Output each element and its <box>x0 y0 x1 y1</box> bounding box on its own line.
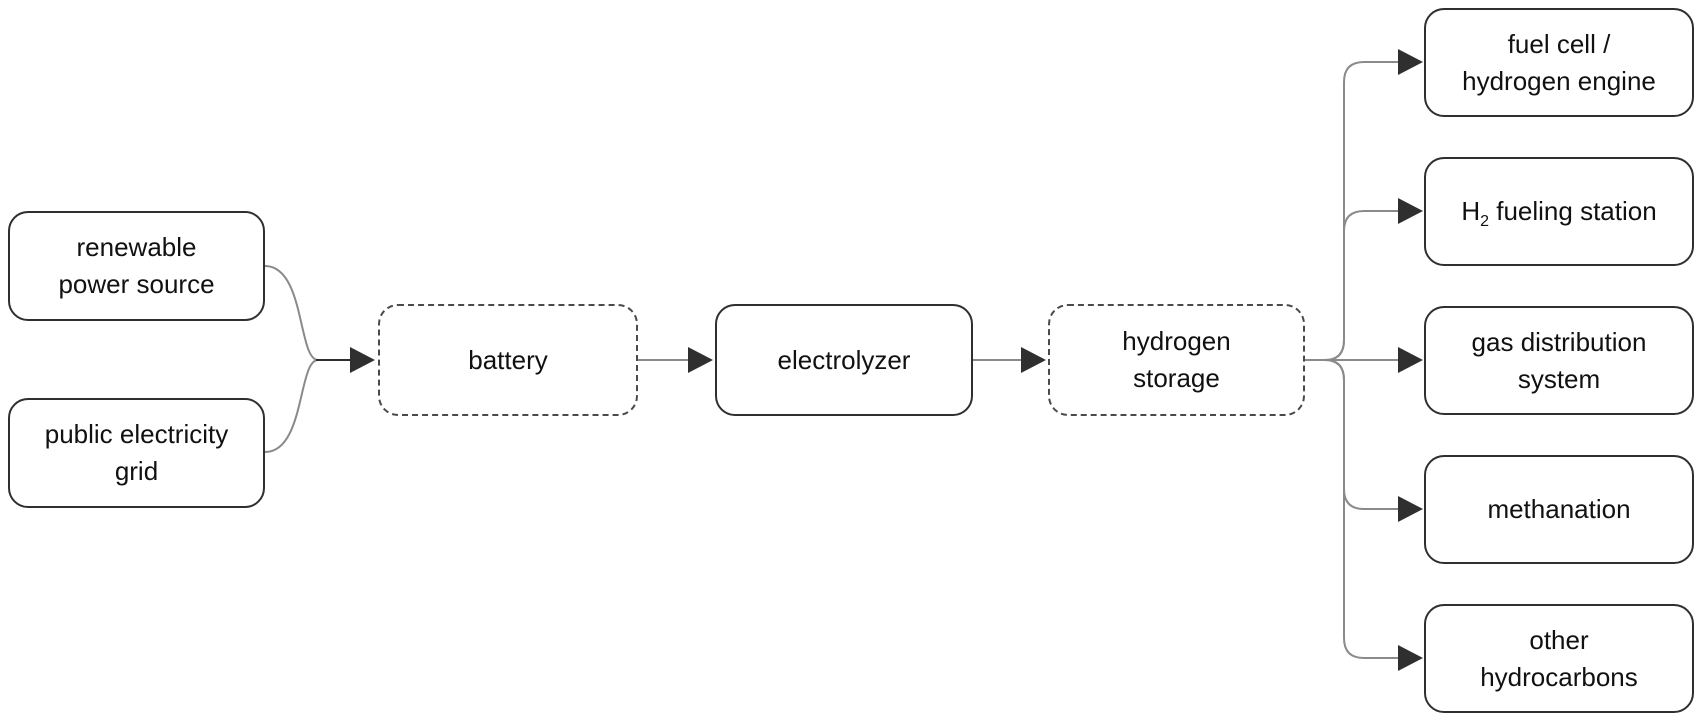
node-methanation: methanation <box>1424 455 1694 564</box>
node-label-line: hydrogen engine <box>1462 65 1656 96</box>
node-label-line: electrolyzer <box>777 344 911 375</box>
node-label-line: battery <box>468 344 548 375</box>
node-label-line: fuel cell / <box>1507 28 1611 59</box>
fueling-station-text: fueling station <box>1489 196 1657 226</box>
node-label-line: public electricity <box>44 419 229 449</box>
node-electrolyzer: electrolyzer <box>715 304 973 416</box>
arrowhead-fueling <box>1398 198 1423 224</box>
node-gas-distribution-system: gas distribution system <box>1424 306 1694 415</box>
node-label-line: hydrogen <box>1122 326 1231 356</box>
arrowhead-other <box>1398 645 1423 671</box>
node-label-line: renewable <box>76 232 197 262</box>
node-renewable-power-source: renewable power source <box>8 211 265 321</box>
node-other-hydrocarbons: other hydrocarbons <box>1424 604 1694 713</box>
arrowhead-battery <box>350 347 375 373</box>
edge-grid-to-battery <box>264 359 319 453</box>
arrowhead-storage <box>1021 347 1046 373</box>
arrowhead-fuel-cell <box>1398 49 1423 75</box>
edge-storage-to-other <box>1305 359 1400 659</box>
node-label-line: H2 fueling station <box>1461 193 1656 230</box>
node-label-line: power source <box>58 269 215 299</box>
node-label-line: methanation <box>1487 494 1631 524</box>
node-public-electricity-grid: public electricity grid <box>8 398 265 508</box>
node-hydrogen-storage: hydrogen storage <box>1048 304 1305 416</box>
node-label-line: storage <box>1133 363 1220 393</box>
edge-renewable-to-battery <box>264 265 319 361</box>
node-fuel-cell-hydrogen-engine: fuel cell / hydrogen engine <box>1424 8 1694 117</box>
edge-storage-to-methanation <box>1305 359 1400 510</box>
node-label-line: gas distribution <box>1471 326 1647 357</box>
node-label-line: other <box>1529 624 1589 655</box>
arrowhead-gas <box>1398 347 1423 373</box>
node-label-line: system <box>1517 363 1601 394</box>
h2-subscript: 2 <box>1480 213 1489 231</box>
arrowhead-methanation <box>1398 496 1423 522</box>
node-h2-fueling-station: H2 fueling station <box>1424 157 1694 266</box>
node-label-line: grid <box>114 456 159 486</box>
h2-symbol: H <box>1461 196 1481 226</box>
arrowhead-electrolyzer <box>688 347 713 373</box>
node-label-line: hydrocarbons <box>1480 661 1638 692</box>
edge-storage-to-fueling <box>1305 210 1400 361</box>
node-battery: battery <box>378 304 638 416</box>
